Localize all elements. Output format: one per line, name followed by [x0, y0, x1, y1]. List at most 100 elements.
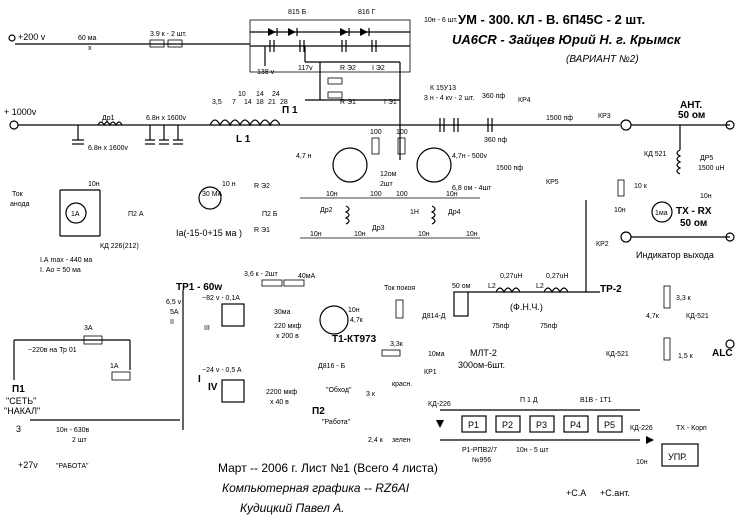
r12om-label: 12ом: [380, 171, 397, 178]
kd521a-label: КД 521: [644, 151, 667, 158]
rps-label: Р1-РПВ2/7: [462, 447, 497, 454]
i32-label: I Э2: [372, 65, 385, 72]
c10n-relay: 10н: [636, 459, 648, 466]
c3n-label: 3 н - 4 кv - 2 шт.: [424, 95, 474, 102]
footer-date: Март -- 2006 г. Лист №1 (Всего 4 листа): [218, 461, 438, 475]
c68n4-label: 6,8 ом - 4шт: [452, 185, 492, 192]
obhod-label: "Обход": [326, 386, 352, 394]
mlt2-label: 300ом-6шт.: [458, 360, 505, 370]
zelen-label: зелен: [392, 437, 411, 444]
c10-3: 10н: [354, 231, 366, 238]
lpf-block: 50 ом L2 L2 0,27uH 0,27uH 75пф 75пф (Ф.Н…: [452, 200, 735, 370]
c47-label: 4,7 н: [296, 153, 312, 160]
c10-1: 10н: [326, 191, 338, 198]
v27-label: +27v: [18, 460, 38, 470]
k24-label: 2,4 к: [368, 437, 384, 444]
tap-28: 28: [280, 99, 288, 106]
csant-label: +С.ант.: [600, 488, 630, 498]
tap-24: 24: [272, 91, 280, 98]
meter-1ma: 1ма: [655, 210, 668, 217]
v200-label: +200 v: [18, 32, 46, 42]
kd226-label: КД 226(212): [100, 243, 139, 250]
v1000-label: + 1000v: [4, 107, 37, 117]
v220-label: ~220в на Тр 01: [28, 347, 77, 354]
r100a-label: 100: [370, 129, 382, 136]
krasn-label: красн.: [392, 381, 412, 388]
tp2-label: ТР-2: [600, 284, 622, 295]
kp3-label: КР3: [598, 113, 611, 120]
tap-21: 21: [268, 99, 276, 106]
bias-block: ТР1 - 60w ~82 v - 0,1A 6,5 v 5А II III 3…: [166, 271, 446, 430]
n956-label: №956: [472, 457, 491, 464]
c10-2: 10н: [310, 231, 322, 238]
footer-name: Кудицкий Павел А.: [240, 501, 345, 515]
c360a-label: 360 пф: [482, 93, 505, 100]
tube-1: [332, 147, 368, 183]
relay-p1: P1: [468, 420, 479, 430]
tap-10: 10: [238, 91, 246, 98]
d814-label: Д814-Д: [422, 313, 446, 320]
c10-6: 10н: [466, 231, 478, 238]
iao-label: I. Ао = 50 ма: [40, 267, 81, 274]
r33k-label: 3,3к: [390, 341, 404, 348]
relay-p4: P4: [570, 420, 581, 430]
supply-200v: +200 v 60 ма x 3.9 к - 2 шт. 815 Б 816 Г…: [8, 9, 458, 160]
winding-i: I: [198, 374, 201, 385]
a5-label: 5А: [170, 309, 179, 316]
tokpokoya-label: Ток покоя: [384, 285, 415, 292]
set-label: "СЕТЬ": [6, 396, 36, 406]
k3-label: 3 к: [366, 391, 376, 398]
author-line: UA6CR - Зайцев Юрий Н. г. Крымск: [452, 32, 682, 47]
uh1500-label: 1500 uH: [698, 165, 724, 172]
indicator-label: Индикатор выхода: [636, 250, 714, 260]
r33-label: 3,3 к: [676, 295, 692, 302]
c10-5: 10н: [418, 231, 430, 238]
ma10-label: 10ма: [428, 351, 445, 358]
c10na-m: 10н: [88, 181, 100, 188]
kd521b-label: КД-521: [606, 351, 629, 358]
kd226c-label: КД-226: [630, 425, 653, 432]
pin-3: 3: [16, 424, 21, 434]
r100c-label: 100: [370, 191, 382, 198]
re2a-label: R Э2: [340, 65, 356, 72]
tap-7: 7: [232, 99, 236, 106]
c10n6-label: 10н - 6 шт.: [424, 17, 458, 24]
kp1-label: КР1: [424, 369, 437, 376]
r47-label: 4,7к: [646, 313, 660, 320]
r60-label: 60 ма: [78, 35, 97, 42]
c10nb-m: 10 н: [222, 181, 236, 188]
p1d-label: П 1 Д: [520, 397, 538, 404]
c10-4: 10н: [446, 191, 458, 198]
fnch-label: (Ф.Н.Ч.): [510, 302, 543, 312]
tap-18: 18: [256, 99, 264, 106]
ii-label: II: [170, 319, 174, 326]
l2b-label: L2: [536, 283, 544, 290]
dr4-label: Др4: [448, 209, 461, 216]
c10n5-label: 10н - 5 шт: [516, 447, 549, 454]
v82-label: ~82 v - 0,1A: [202, 295, 240, 302]
csa-label: +С.А: [566, 488, 586, 498]
r39-label: 3.9 к - 2 шт.: [150, 31, 187, 38]
c200-label: x 200 в: [276, 333, 299, 340]
meters-block: Ток анода 1А 10н КД 226(212) I.А max - 4…: [10, 181, 278, 274]
dr1h-label: 1Н: [410, 209, 419, 216]
c10na-label: 10н: [614, 207, 626, 214]
supply-1000v: + 1000v Др1 6.8н x 1600v 6.8н x 1600v П …: [4, 91, 430, 152]
transistor-t1: [319, 305, 349, 335]
mains-block: П1 "СЕТЬ" "НАКАЛ" ~220в на Тр 01 3А 1А 1…: [4, 325, 451, 470]
ant-label: АНТ.: [680, 100, 702, 111]
kd521c-label: КД-521: [686, 313, 709, 320]
c10n-bias: 10н: [348, 307, 360, 314]
tubes-block: 100 100 100 100 4,7 н 4,7н - 500v 12ом 2…: [296, 129, 492, 239]
c2200-label: 2200 мкф: [266, 389, 297, 396]
dr5-label: ДР5: [700, 155, 713, 162]
om50-label: 50 ом: [452, 283, 471, 290]
svg-text:x: x: [88, 45, 92, 52]
v138-label: 138 v: [257, 69, 275, 76]
i31-label: I Э1: [384, 99, 397, 106]
kp2-label: КР2: [596, 241, 609, 248]
schematic-title: УМ - 300. КЛ - В. 6П45С - 2 шт.: [458, 12, 645, 27]
c40-label: x 40 в: [270, 399, 289, 406]
tap-14b: 14: [256, 91, 264, 98]
